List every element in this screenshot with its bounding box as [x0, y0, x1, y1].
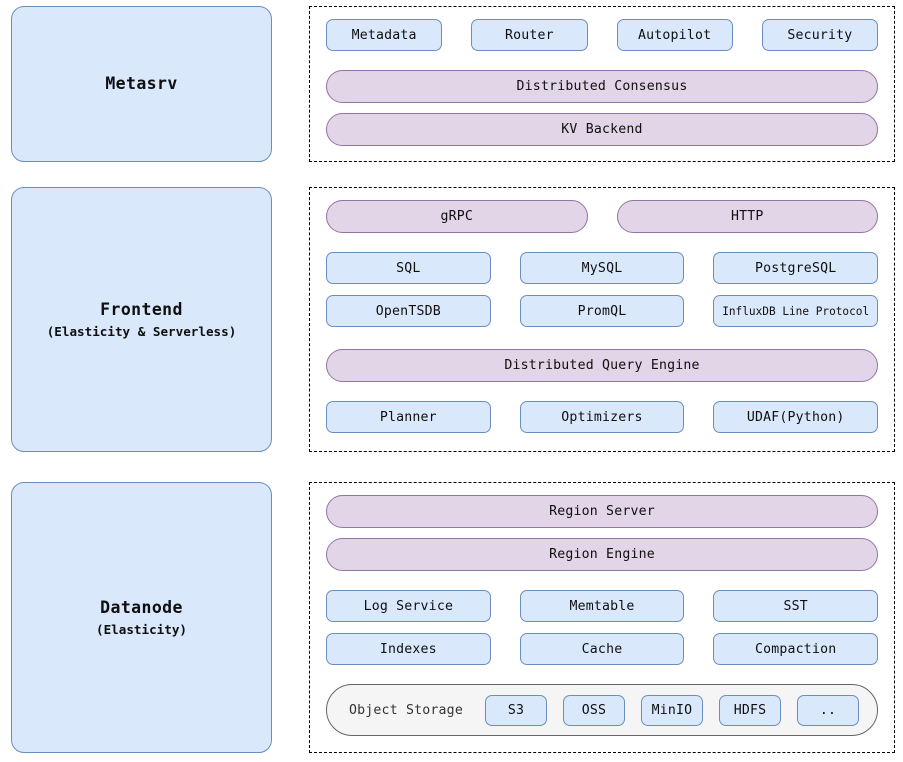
object-storage-backend-more[interactable]: .. — [796, 694, 859, 726]
datanode-component-memtable[interactable]: Memtable — [519, 590, 685, 622]
frontend-subtitle: (Elasticity & Serverless) — [46, 323, 237, 339]
frontend-distributed-query-engine[interactable]: Distributed Query Engine — [326, 349, 878, 382]
frontend-dialect-promql[interactable]: PromQL — [519, 295, 685, 327]
metasrv-distributed-consensus[interactable]: Distributed Consensus — [326, 70, 878, 103]
frontend-dialect-row-2: OpenTSDB PromQL InfluxDB Line Protocol — [326, 295, 879, 327]
frontend-engine-component-row: Planner Optimizers UDAF(Python) — [326, 401, 879, 433]
datanode-region-engine[interactable]: Region Engine — [326, 538, 878, 571]
frontend-protocol-grpc[interactable]: gRPC — [326, 200, 588, 233]
frontend-dialect-postgresql[interactable]: PostgreSQL — [713, 252, 879, 284]
object-storage-backend-hdfs[interactable]: HDFS — [718, 694, 781, 726]
metasrv-kv-row: KV Backend — [326, 113, 878, 146]
datanode-details-container: Region Server Region Engine Log Service … — [309, 482, 895, 753]
datanode-component-log-service[interactable]: Log Service — [326, 590, 491, 622]
datanode-panel[interactable]: Datanode (Elasticity) — [11, 482, 272, 753]
frontend-row: Frontend (Elasticity & Serverless) gRPC … — [0, 187, 903, 452]
object-storage-backend-s3[interactable]: S3 — [484, 694, 547, 726]
frontend-protocol-row: gRPC HTTP — [326, 200, 878, 233]
metasrv-component-security[interactable]: Security — [761, 19, 878, 51]
frontend-dialect-opentsdb[interactable]: OpenTSDB — [326, 295, 491, 327]
object-storage-label: Object Storage — [349, 702, 463, 718]
datanode-component-compaction[interactable]: Compaction — [713, 633, 879, 665]
metasrv-component-autopilot[interactable]: Autopilot — [616, 19, 733, 51]
metasrv-component-metadata[interactable]: Metadata — [326, 19, 443, 51]
metasrv-panel[interactable]: Metasrv — [11, 6, 272, 162]
datanode-title: Datanode — [100, 598, 183, 618]
metasrv-component-router[interactable]: Router — [471, 19, 588, 51]
datanode-region-server-row: Region Server — [326, 495, 878, 528]
metasrv-row: Metasrv Metadata Router Autopilot Securi… — [0, 6, 903, 162]
metasrv-details-container: Metadata Router Autopilot Security Distr… — [309, 6, 895, 162]
frontend-component-planner[interactable]: Planner — [326, 401, 491, 433]
object-storage-backend-minio[interactable]: MinIO — [640, 694, 703, 726]
object-storage-backend-oss[interactable]: OSS — [562, 694, 625, 726]
frontend-component-optimizers[interactable]: Optimizers — [519, 401, 685, 433]
frontend-title: Frontend — [100, 300, 183, 320]
frontend-details-container: gRPC HTTP SQL MySQL PostgreSQL OpenTSDB … — [309, 187, 895, 452]
datanode-region-engine-row: Region Engine — [326, 538, 878, 571]
frontend-dialect-row-1: SQL MySQL PostgreSQL — [326, 252, 879, 284]
metasrv-consensus-row: Distributed Consensus — [326, 70, 878, 103]
frontend-query-engine-row: Distributed Query Engine — [326, 349, 878, 382]
metasrv-kv-backend[interactable]: KV Backend — [326, 113, 878, 146]
datanode-subtitle: (Elasticity) — [96, 621, 187, 637]
frontend-dialect-mysql[interactable]: MySQL — [519, 252, 685, 284]
datanode-row: Datanode (Elasticity) Region Server Regi… — [0, 482, 903, 753]
datanode-region-server[interactable]: Region Server — [326, 495, 878, 528]
datanode-component-sst[interactable]: SST — [713, 590, 879, 622]
metasrv-title: Metasrv — [105, 73, 178, 93]
metasrv-component-row: Metadata Router Autopilot Security — [326, 19, 878, 51]
frontend-protocol-http[interactable]: HTTP — [616, 200, 878, 233]
datanode-component-indexes[interactable]: Indexes — [326, 633, 491, 665]
object-storage-container: Object Storage S3 OSS MinIO HDFS .. — [326, 684, 878, 736]
frontend-dialect-influxdb-line-protocol[interactable]: InfluxDB Line Protocol — [713, 295, 879, 327]
datanode-component-row-2: Indexes Cache Compaction — [326, 633, 879, 665]
frontend-panel[interactable]: Frontend (Elasticity & Serverless) — [11, 187, 272, 452]
datanode-component-cache[interactable]: Cache — [519, 633, 685, 665]
frontend-component-udaf-python[interactable]: UDAF(Python) — [713, 401, 879, 433]
frontend-dialect-sql[interactable]: SQL — [326, 252, 491, 284]
datanode-component-row-1: Log Service Memtable SST — [326, 590, 879, 622]
